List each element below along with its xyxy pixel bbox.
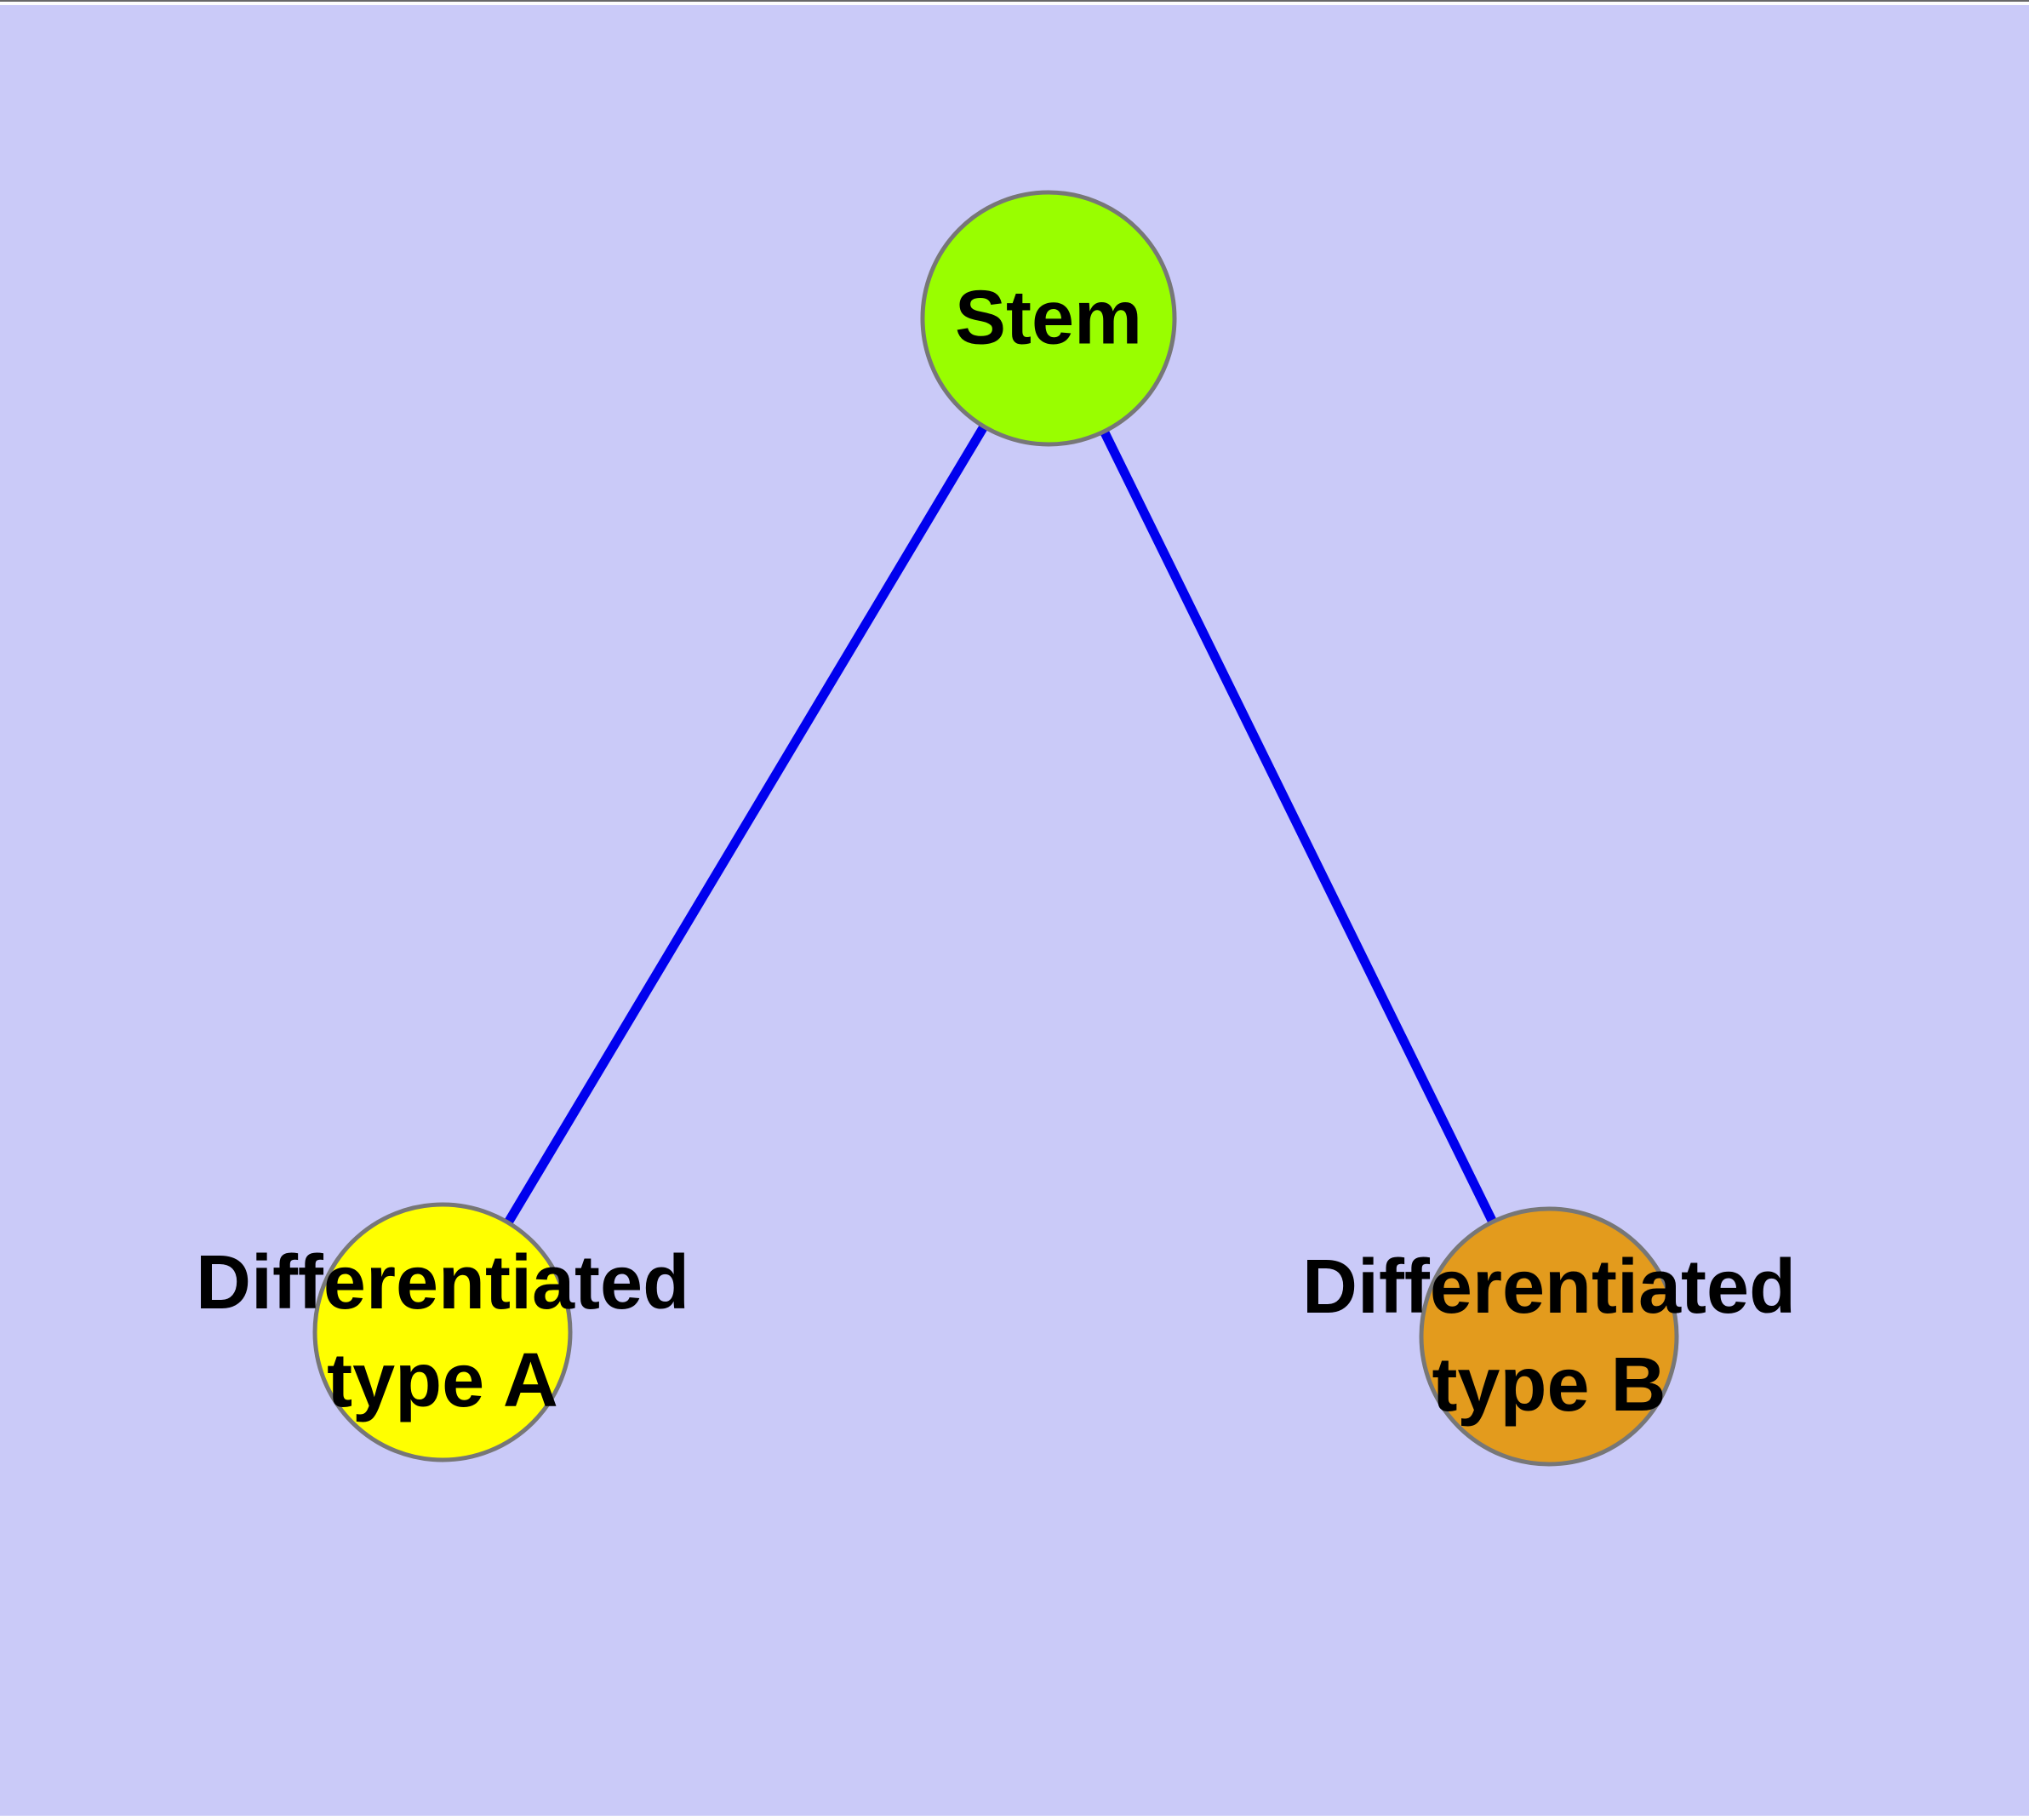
node-stem-label-text: Stem (954, 275, 1143, 361)
node-differentiated-type-b-label-line2: type B (1432, 1342, 1666, 1428)
node-stem (920, 190, 1177, 447)
node-differentiated-type-a-label: Differentiated type A (196, 1234, 689, 1430)
window-top-edge-dark (0, 0, 2029, 2)
node-differentiated-type-b-label: Differentiated type B (1302, 1239, 1796, 1434)
node-differentiated-type-b (1419, 1206, 1679, 1467)
node-stem-label: Stem (955, 270, 1142, 368)
node-differentiated-type-a-label-line1: Differentiated (195, 1240, 690, 1325)
window-top-edge-light (0, 2, 2029, 5)
node-differentiated-type-a (312, 1202, 573, 1462)
node-differentiated-type-b-label-line1: Differentiated (1301, 1245, 1797, 1330)
window-bottom-edge-light (0, 1816, 2029, 1820)
edge-stem-to-type-a (438, 316, 1053, 1335)
edge-stem-to-type-b (1044, 316, 1553, 1339)
node-differentiated-type-a-label-line2: type A (327, 1338, 558, 1423)
